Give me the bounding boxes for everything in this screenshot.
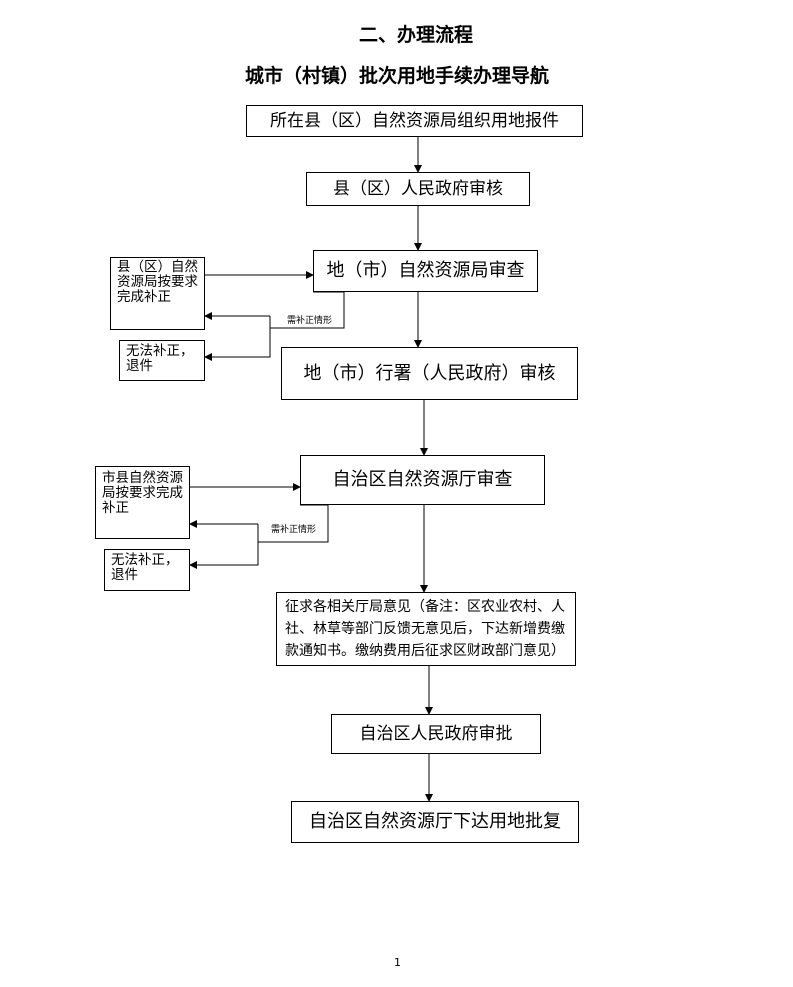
- need-supplement-label: 需补正情形: [271, 525, 317, 535]
- need-supplement-label: 需补正情形: [287, 316, 333, 326]
- arrow-to-county-reject: [204, 316, 271, 361]
- step-solicit-department-opinions: 征求各相关厅局意见（备注：区农业农村、人社、林草等部门反馈无意见后，下达新增费缴…: [276, 592, 576, 666]
- arrow-to-city-reject: [189, 524, 259, 569]
- city-supplement-box: 市县自然资源局按要求完成补正: [95, 466, 190, 539]
- step-organize-application: 所在县（区）自然资源局组织用地报件: [246, 105, 583, 137]
- county-supplement-box: 县（区）自然资源局按要求完成补正: [110, 257, 205, 330]
- step-prefecture-gov-review: 地（市）行署（人民政府）审核: [281, 347, 578, 400]
- step-county-gov-review: 县（区）人民政府审核: [306, 172, 530, 206]
- city-reject-box: 无法补正，退件: [104, 549, 190, 591]
- bracket-city-need-supplement: [258, 504, 329, 543]
- step-region-gov-approval: 自治区人民政府审批: [331, 714, 541, 754]
- county-reject-box: 无法补正，退件: [119, 340, 205, 381]
- document-title: 城市（村镇）批次用地手续办理导航: [244, 65, 549, 87]
- section-title: 二、办理流程: [358, 24, 473, 46]
- step-region-resource-review: 自治区自然资源厅审查: [300, 455, 545, 505]
- step-issue-land-approval: 自治区自然资源厅下达用地批复: [291, 801, 579, 843]
- bracket-county-need-supplement: [270, 291, 345, 329]
- page-number: 1: [394, 956, 401, 969]
- step-city-resource-review: 地（市）自然资源局审查: [313, 250, 538, 292]
